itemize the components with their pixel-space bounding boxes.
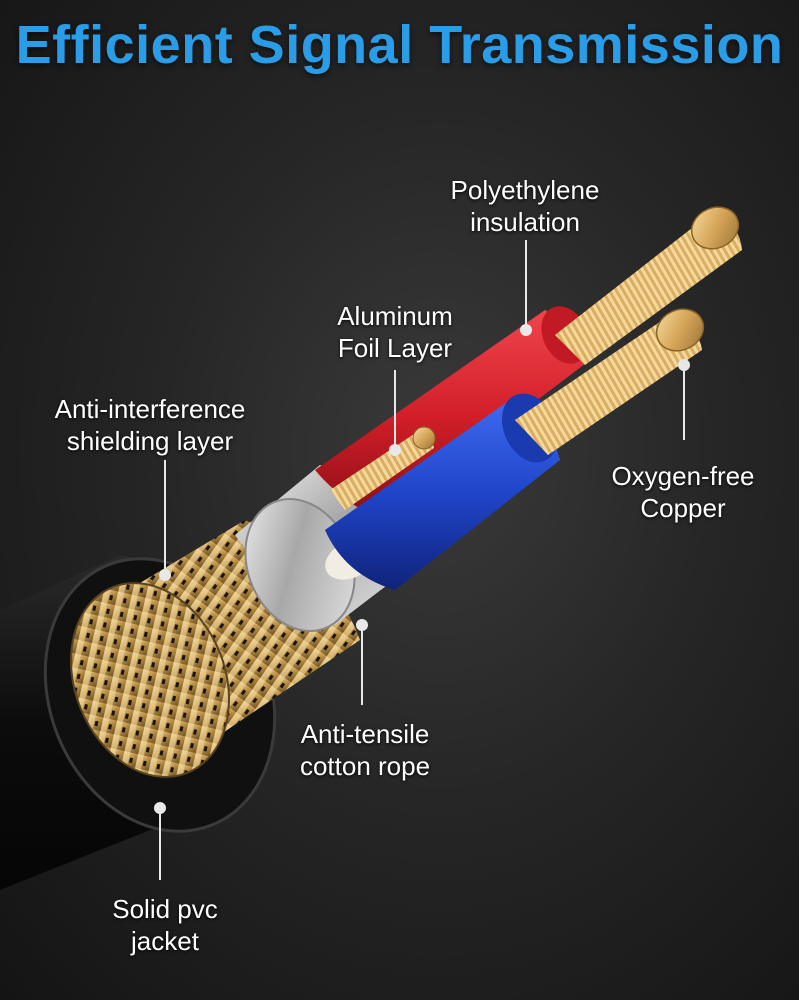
label-shielding-layer: Anti-interference shielding layer: [54, 394, 246, 456]
label-oxygen-free-copper: Oxygen-free Copper: [611, 461, 755, 523]
leader-dot-jacket: [154, 802, 166, 814]
leader-dot-copper: [678, 359, 690, 371]
blue-core-copper: [515, 308, 705, 455]
leader-dot-tensile: [356, 619, 368, 631]
leader-dot-aluminum: [389, 444, 401, 456]
red-core-copper: [555, 206, 742, 365]
label-aluminum-foil: Aluminum Foil Layer: [337, 301, 453, 363]
page-title: Efficient Signal Transmission: [15, 15, 784, 75]
label-cotton-rope: Anti-tensile cotton rope: [299, 719, 431, 781]
leader-dot-polyethylene: [520, 324, 532, 336]
drain-wire-copper: [330, 426, 436, 510]
leader-dot-shielding: [159, 569, 171, 581]
label-polyethylene-insulation: Polyethylene insulation: [450, 175, 600, 237]
label-pvc-jacket: Solid pvc jacket: [112, 894, 218, 956]
